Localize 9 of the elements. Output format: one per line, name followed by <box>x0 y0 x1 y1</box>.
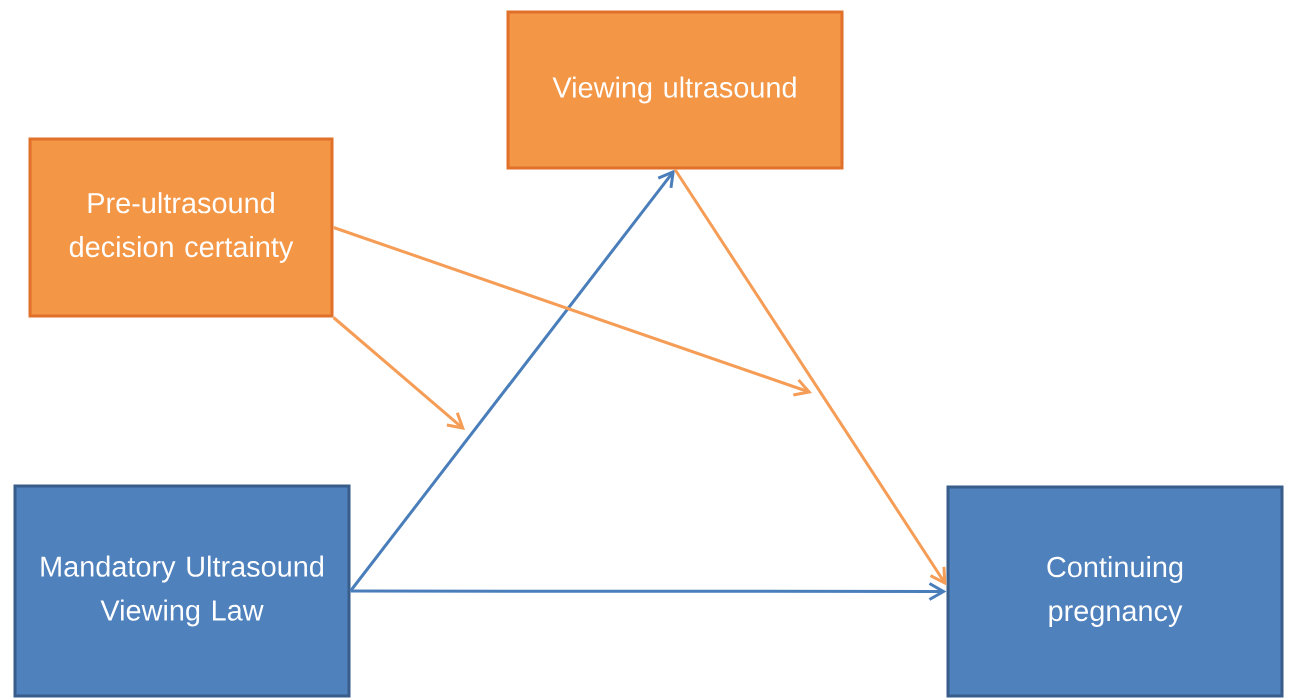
arrow <box>350 582 947 601</box>
box: Pre-ultrasound decision certainty <box>28 137 334 318</box>
arrow <box>673 168 947 586</box>
arrow <box>332 316 465 430</box>
box: Mandatory Ultrasound Viewing Law <box>13 484 351 698</box>
box: Viewing ultrasound <box>506 10 844 170</box>
arrow <box>333 226 812 397</box>
arrow <box>349 169 675 592</box>
box: Continuing pregnancy <box>946 485 1284 698</box>
